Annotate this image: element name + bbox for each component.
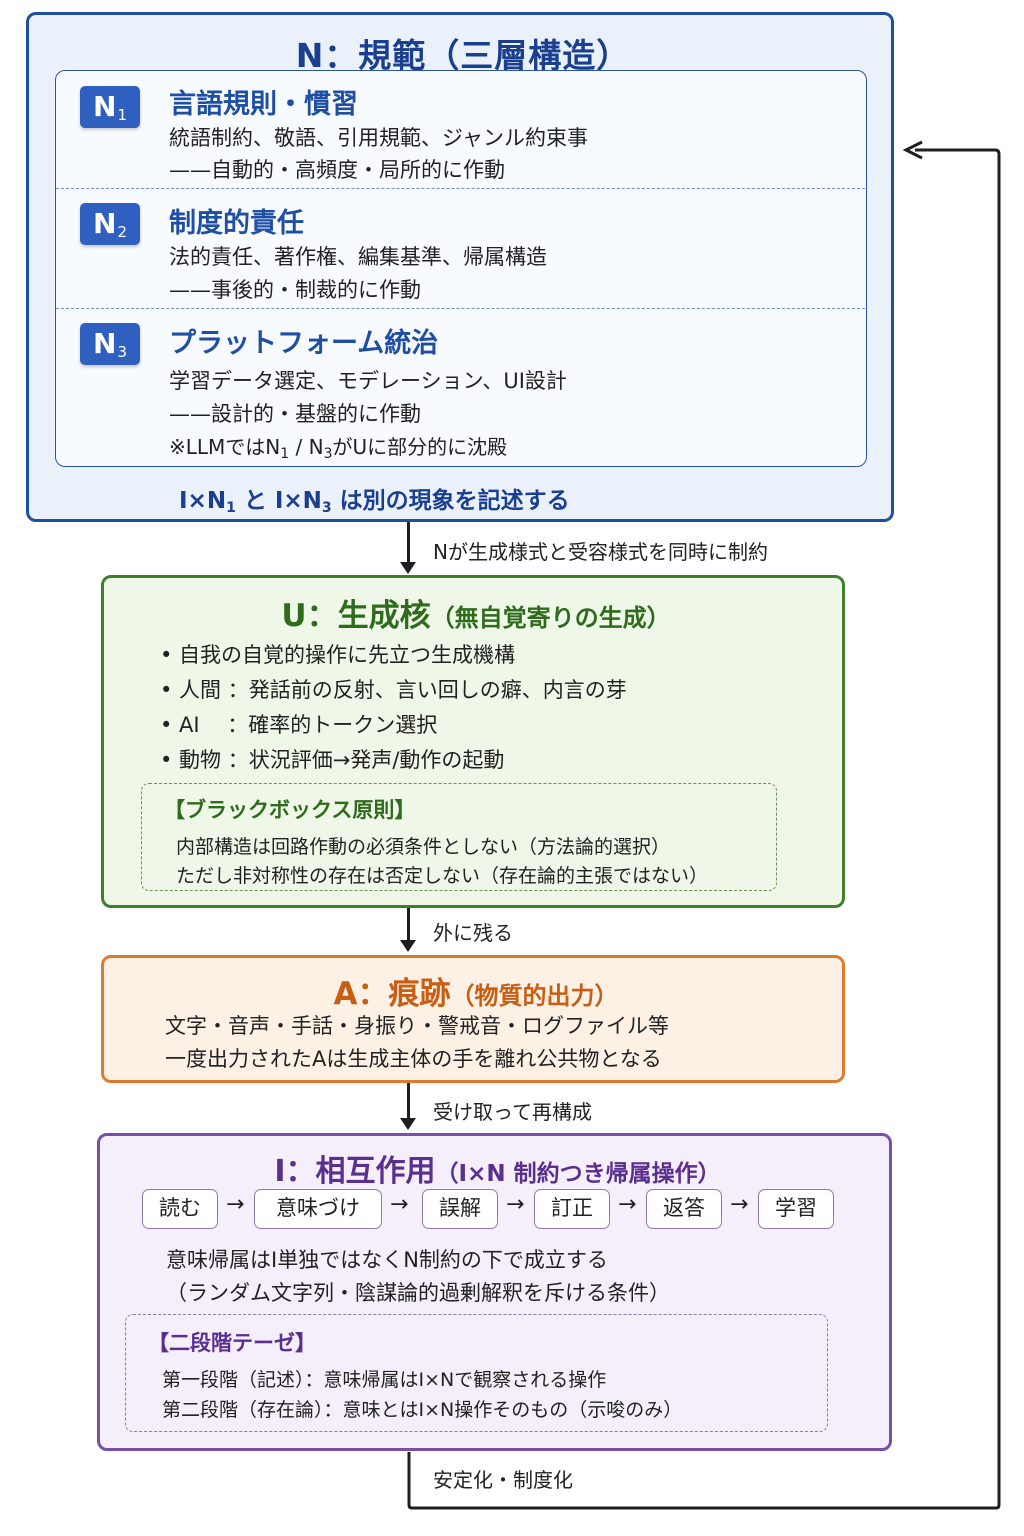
arrow-head: [400, 940, 416, 952]
norm-layer-1-line: 統語制約、敬語、引用規範、ジャンル約束事: [169, 126, 588, 150]
connector-label-a-to-i: 受け取って再構成: [433, 1100, 592, 1124]
arrow-head: [400, 1118, 416, 1130]
arrow-a-to-i: [407, 1083, 410, 1121]
list-item: • 動物 ：状況評価→発声/動作の起動: [160, 748, 505, 772]
step-correct: 訂正: [534, 1189, 610, 1229]
interaction-box: I：相互作用（I×N 制約つき帰属操作） 読む → 意味づけ → 誤解 → 訂正…: [97, 1133, 892, 1451]
norm-layer-2-line: ——事後的・制裁的に作動: [169, 278, 421, 302]
step-arrow: →: [226, 1192, 245, 1217]
blackbox-principle-line: ただし非対称性の存在は否定しない（存在論的主張ではない）: [176, 865, 709, 887]
arrow-n-to-u: [407, 522, 410, 564]
two-stage-thesis-line: 第二段階（存在論）：意味とはI×N操作そのもの（示唆のみ）: [162, 1399, 683, 1421]
badge-n2: N2: [80, 203, 140, 245]
step-arrow: →: [506, 1192, 525, 1217]
divider: [56, 308, 865, 309]
norm-box: N：規範（三層構造） N1 言語規則・慣習 統語制約、敬語、引用規範、ジャンル約…: [26, 12, 894, 522]
norm-title: N：規範（三層構造）: [295, 36, 631, 75]
list-item: • AI ：確率的トークン選択: [160, 713, 438, 737]
generative-core-title: U：生成核（無自覚寄りの生成）: [281, 598, 671, 634]
norm-layers-panel: N1 言語規則・慣習 統語制約、敬語、引用規範、ジャンル約束事 ——自動的・高頻…: [55, 70, 867, 467]
trace-line: 一度出力されたAは生成主体の手を離れ公共物となる: [165, 1047, 662, 1071]
blackbox-principle-title: 【ブラックボックス原則】: [164, 798, 416, 822]
trace-line: 文字・音声・手話・身振り・警戒音・ログファイル等: [165, 1014, 669, 1038]
norm-layer-2: N2 制度的責任 法的責任、著作権、編集基準、帰属構造 ——事後的・制裁的に作動: [56, 189, 865, 309]
trace-box: A：痕跡（物質的出力） 文字・音声・手話・身振り・警戒音・ログファイル等 一度出…: [101, 955, 845, 1083]
connector-label-u-to-a: 外に残る: [433, 921, 513, 945]
llm-sediment-note: ※LLMではN1 / N3がUに部分的に沈殿: [169, 435, 508, 462]
norm-layer-3: N3 プラットフォーム統治 学習データ選定、モデレーション、UI設計 ——設計的…: [56, 309, 865, 467]
norm-layer-3-line: 学習データ選定、モデレーション、UI設計: [169, 369, 567, 393]
arrow-u-to-a: [407, 908, 410, 942]
norm-layer-3-line: ——設計的・基盤的に作動: [169, 402, 421, 426]
step-arrow: →: [618, 1192, 637, 1217]
interaction-title: I：相互作用（I×N 制約つき帰属操作）: [274, 1154, 721, 1189]
norm-layer-2-heading: 制度的責任: [169, 208, 304, 239]
step-misunderstand: 誤解: [422, 1189, 498, 1229]
two-stage-thesis-panel: 【二段階テーゼ】 第一段階（記述）：意味帰属はI×Nで観察される操作 第二段階（…: [125, 1314, 828, 1432]
step-read: 読む: [142, 1189, 218, 1229]
step-arrow: →: [730, 1192, 749, 1217]
norm-layer-3-heading: プラットフォーム統治: [169, 328, 439, 359]
norm-layer-1: N1 言語規則・慣習 統語制約、敬語、引用規範、ジャンル約束事 ——自動的・高頻…: [56, 71, 865, 189]
badge-n1: N1: [80, 86, 140, 128]
trace-title: A：痕跡（物質的出力）: [333, 976, 619, 1012]
list-item: • 自我の自覚的操作に先立つ生成機構: [160, 643, 516, 667]
connector-label-n-to-u: Nが生成様式と受容様式を同時に制約: [433, 540, 768, 564]
generative-core-box: U：生成核（無自覚寄りの生成） • 自我の自覚的操作に先立つ生成機構 • 人間 …: [101, 575, 845, 908]
norm-layer-2-line: 法的責任、著作権、編集基準、帰属構造: [169, 245, 547, 269]
step-interpret: 意味づけ: [254, 1189, 382, 1229]
two-stage-thesis-line: 第一段階（記述）：意味帰属はI×Nで観察される操作: [162, 1369, 607, 1391]
norm-layer-1-heading: 言語規則・慣習: [169, 89, 358, 120]
divider: [56, 188, 865, 189]
step-reply: 返答: [646, 1189, 722, 1229]
blackbox-principle-line: 内部構造は回路作動の必須条件としない（方法論的選択）: [176, 836, 671, 858]
interaction-line: （ランダム文字列・陰謀論的過剰解釈を斥ける条件）: [166, 1281, 670, 1305]
arrow-head: [400, 562, 416, 574]
norm-layer-1-line: ——自動的・高頻度・局所的に作動: [169, 158, 505, 182]
badge-n3: N3: [80, 323, 140, 365]
step-arrow: →: [390, 1192, 409, 1217]
blackbox-principle-panel: 【ブラックボックス原則】 内部構造は回路作動の必須条件としない（方法論的選択） …: [141, 783, 777, 891]
step-learn: 学習: [758, 1189, 834, 1229]
norm-footer: I×N1 と I×N3 は別の現象を記述する: [179, 488, 570, 516]
interaction-line: 意味帰属はI単独ではなくN制約の下で成立する: [166, 1248, 608, 1272]
connector-label-i-to-n: 安定化・制度化: [433, 1468, 573, 1492]
two-stage-thesis-title: 【二段階テーゼ】: [148, 1331, 316, 1355]
list-item: • 人間 ：発話前の反射、言い回しの癖、内言の芽: [160, 678, 627, 702]
